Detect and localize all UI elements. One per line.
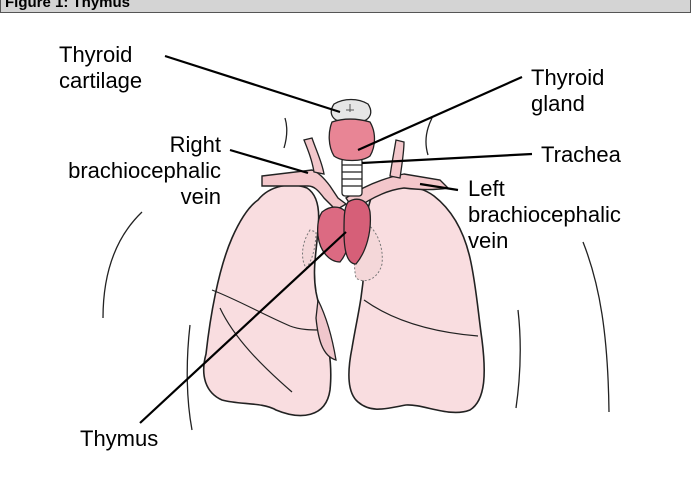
label-left-brachiocephalic-vein: Left brachiocephalic vein <box>468 176 621 254</box>
label-right-brachiocephalic-vein: Right brachiocephalic vein <box>68 132 221 210</box>
label-thyroid-cartilage: Thyroid cartilage <box>59 42 142 94</box>
label-left-bv-line3: vein <box>468 228 621 254</box>
left-jugular-vein <box>390 140 404 178</box>
label-thyroid-gland-line2: gland <box>531 91 604 117</box>
neck-left-contour <box>284 118 287 148</box>
label-thyroid-cartilage-line1: Thyroid <box>59 42 142 68</box>
label-left-bv-line2: brachiocephalic <box>468 202 621 228</box>
label-thyroid-cartilage-line2: cartilage <box>59 68 142 94</box>
label-left-bv-line1: Left <box>468 176 621 202</box>
label-thyroid-gland: Thyroid gland <box>531 65 604 117</box>
thyroid-gland-leader <box>358 77 522 150</box>
label-right-bv-line2: brachiocephalic <box>68 158 221 184</box>
body-right-contour <box>583 242 609 412</box>
label-thyroid-gland-line1: Thyroid <box>531 65 604 91</box>
right-jugular-vein <box>304 138 324 174</box>
thyroid-gland-shape <box>329 119 374 161</box>
trachea-shape <box>342 158 362 196</box>
label-thymus: Thymus <box>80 426 158 452</box>
body-left-contour <box>103 212 142 318</box>
right-lung <box>204 185 331 415</box>
right-brachiocephalic-vein-leader <box>230 150 308 173</box>
thyroid-cartilage-leader <box>165 56 340 112</box>
label-right-bv-line1: Right <box>68 132 221 158</box>
label-right-bv-line3: vein <box>68 184 221 210</box>
trachea-leader <box>362 154 532 163</box>
arm-right-contour <box>516 310 520 408</box>
label-trachea: Trachea <box>541 142 621 168</box>
neck-right-contour <box>426 118 432 155</box>
